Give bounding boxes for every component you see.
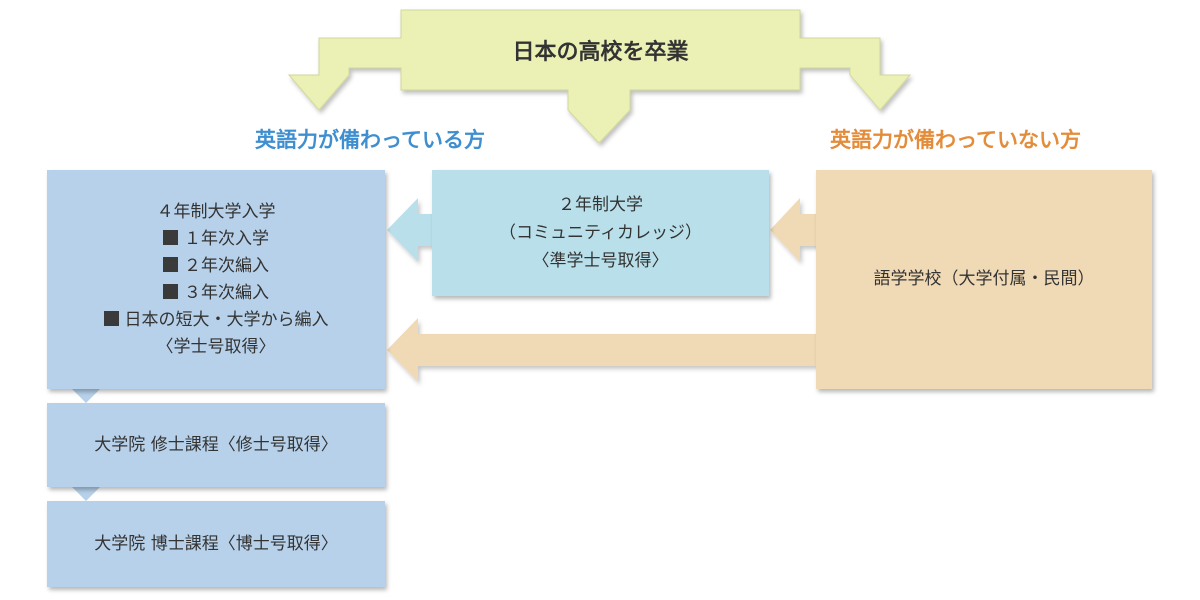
university-box: ４年制大学入学 １年次入学 ２年次編入 ３年次編入 日本の短大・大学から編入 〈…	[47, 170, 385, 389]
arrow-masters-to-doctorate	[72, 487, 100, 501]
community-college-degree: 〈準学士号取得〉	[532, 251, 669, 271]
university-item: 日本の短大・大学から編入	[103, 307, 329, 334]
university-item: １年次入学	[163, 226, 269, 253]
community-college-box: ２年制大学 （コミュニティカレッジ） 〈準学士号取得〉	[432, 170, 769, 296]
university-item: ３年次編入	[163, 280, 269, 307]
square-bullet-icon	[163, 283, 178, 299]
language-school-box: 語学学校（大学付属・民間）	[816, 170, 1152, 389]
masters-box: 大学院 修士課程〈修士号取得〉	[47, 403, 385, 487]
university-title: ４年制大学入学	[156, 201, 276, 222]
square-bullet-icon	[163, 229, 178, 245]
masters-label: 大学院 修士課程〈修士号取得〉	[94, 434, 338, 455]
arrow-community-to-university	[387, 198, 433, 262]
university-degree: 〈学士号取得〉	[156, 336, 276, 357]
square-bullet-icon	[163, 256, 178, 272]
community-college-subtitle: （コミュニティカレッジ）	[499, 223, 702, 243]
doctorate-box: 大学院 博士課程〈博士号取得〉	[47, 501, 385, 587]
doctorate-label: 大学院 博士課程〈博士号取得〉	[94, 533, 338, 554]
arrow-language-to-university	[387, 318, 816, 382]
community-college-title: ２年制大学	[558, 195, 643, 215]
square-bullet-icon	[103, 310, 119, 326]
top-title: 日本の高校を卒業	[512, 40, 689, 65]
fluent-heading: 英語力が備わっている方	[255, 128, 485, 152]
arrow-university-to-masters	[72, 389, 100, 403]
arrow-language-to-community	[770, 198, 818, 262]
language-school-label: 語学学校（大学付属・民間）	[873, 269, 1095, 289]
university-item: ２年次編入	[163, 253, 269, 280]
top-arrow-shape	[287, 9, 912, 144]
nonfluent-heading: 英語力が備わっていない方	[830, 128, 1081, 152]
